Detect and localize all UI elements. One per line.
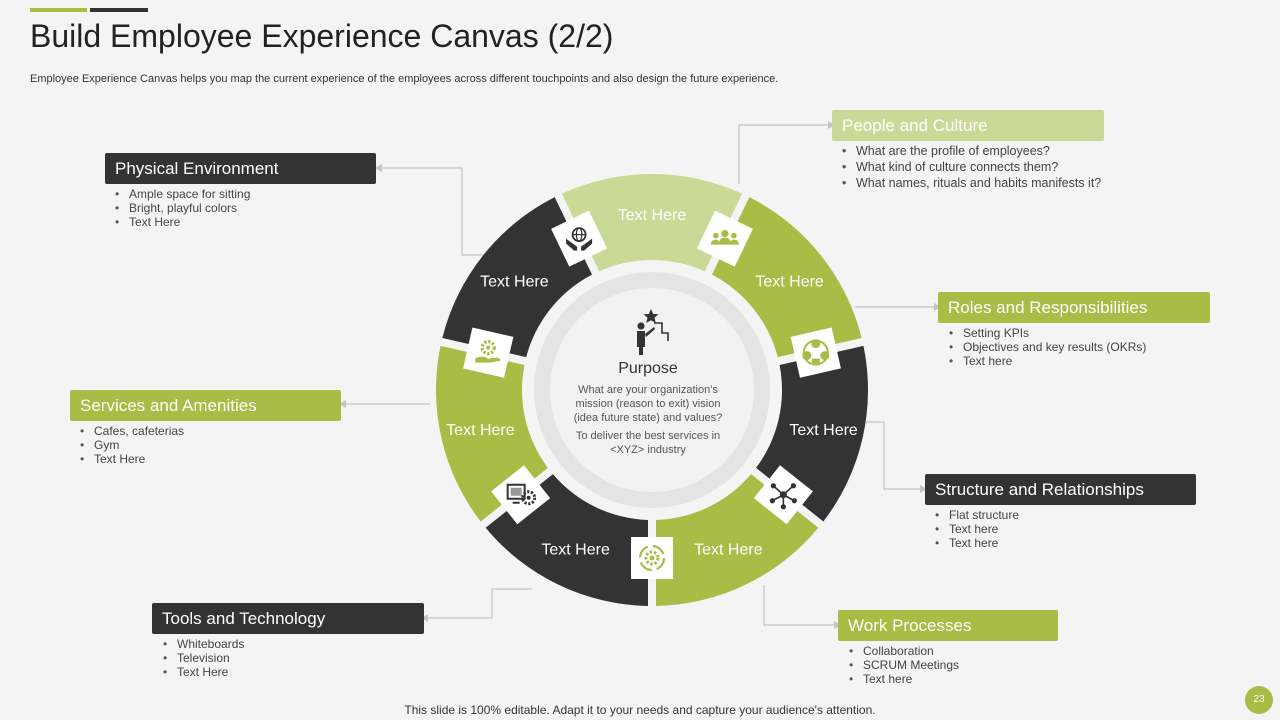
- wheel-badge: [463, 327, 514, 378]
- center-question: What are your organization's mission (re…: [573, 384, 723, 424]
- list-item: Cafes, cafeterias: [76, 424, 184, 438]
- tools-header: Tools and Technology: [152, 603, 424, 634]
- wheel-badge: [551, 210, 608, 267]
- wheel-segment-label: Text Here: [694, 542, 763, 559]
- physical-environment-header: Physical Environment: [105, 153, 376, 184]
- wheel-segment-label: Text Here: [446, 422, 515, 439]
- how-hub-icon: [802, 339, 830, 366]
- person-star-icon: [637, 309, 669, 355]
- wheel-segment-7: [442, 197, 593, 358]
- wheel-segment-1: [561, 174, 743, 272]
- list-item: What names, rituals and habits manifests…: [838, 175, 1101, 191]
- wheel-badge: [631, 537, 673, 579]
- connector-work: [763, 585, 834, 626]
- roles-list: Setting KPIs Objectives and key results …: [945, 326, 1146, 368]
- wheel-segment-label: Text Here: [480, 273, 549, 290]
- accent-bar-dark: [90, 8, 148, 12]
- structure-header: Structure and Relationships: [925, 474, 1196, 505]
- list-item: Setting KPIs: [945, 326, 1146, 340]
- list-item: Text Here: [111, 215, 250, 229]
- list-item: Text here: [931, 536, 1019, 550]
- list-item: SCRUM Meetings: [845, 658, 959, 672]
- center-disc: [550, 288, 754, 492]
- list-item: Flat structure: [931, 508, 1019, 522]
- services-header: Services and Amenities: [70, 390, 341, 421]
- hand-gear-icon: [475, 340, 501, 363]
- work-processes-header: Work Processes: [838, 610, 1058, 641]
- physical-environment-list: Ample space for sitting Bright, playful …: [111, 187, 250, 229]
- people-culture-header: People and Culture: [832, 110, 1104, 141]
- list-item: Whiteboards: [159, 637, 244, 651]
- page-subtitle: Employee Experience Canvas helps you map…: [30, 73, 779, 85]
- list-item: Text Here: [159, 665, 244, 679]
- list-item: Television: [159, 651, 244, 665]
- page-title: Build Employee Experience Canvas (2/2): [30, 18, 614, 54]
- wheel-segment-label: Text Here: [789, 422, 858, 439]
- monitor-gear-icon: [506, 483, 537, 506]
- list-item: What are the profile of employees?: [838, 143, 1101, 159]
- tools-list: Whiteboards Television Text Here: [159, 637, 244, 679]
- wheel-segment-label: Text Here: [618, 207, 687, 224]
- people-group-icon: [710, 230, 739, 245]
- list-item: Gym: [76, 438, 184, 452]
- list-item: What kind of culture connects them?: [838, 159, 1101, 175]
- list-item: Text Here: [76, 452, 184, 466]
- page-number: 23: [1245, 686, 1273, 714]
- roles-header: Roles and Responsibilities: [938, 292, 1210, 323]
- wheel-badge: [696, 210, 753, 267]
- list-item: Collaboration: [845, 644, 959, 658]
- list-item: Bright, playful colors: [111, 201, 250, 215]
- footer-note: This slide is 100% editable. Adapt it to…: [404, 703, 876, 717]
- connector-structure: [866, 421, 920, 490]
- connector-tools: [428, 588, 532, 619]
- work-processes-list: Collaboration SCRUM Meetings Text here: [845, 644, 959, 686]
- list-item: Text here: [845, 672, 959, 686]
- wheel-badge: [491, 465, 551, 525]
- wheel-segment-label: Text Here: [541, 542, 610, 559]
- network-nodes-icon: [769, 483, 797, 510]
- list-item: Objectives and key results (OKRs): [945, 340, 1146, 354]
- wheel-badge: [753, 465, 813, 525]
- globe-hands-icon: [566, 227, 593, 251]
- center-text: What are your organization's mission (re…: [573, 384, 723, 456]
- list-item: Ample space for sitting: [111, 187, 250, 201]
- wheel-segment-2: [711, 197, 862, 358]
- connector-people: [738, 124, 828, 184]
- wheel-segment-label: Text Here: [755, 273, 824, 290]
- services-list: Cafes, cafeterias Gym Text Here: [76, 424, 184, 466]
- cycle-gear-icon: [638, 544, 666, 572]
- structure-list: Flat structure Text here Text here: [931, 508, 1019, 550]
- center-answer: To deliver the best services in <XYZ> in…: [575, 430, 721, 456]
- list-item: Text here: [931, 522, 1019, 536]
- wheel-badge: [790, 327, 841, 378]
- people-culture-list: What are the profile of employees? What …: [838, 143, 1101, 191]
- accent-bar-green: [30, 8, 87, 12]
- connector-physical: [382, 167, 490, 256]
- list-item: Text here: [945, 354, 1146, 368]
- center-title: Purpose: [618, 360, 678, 377]
